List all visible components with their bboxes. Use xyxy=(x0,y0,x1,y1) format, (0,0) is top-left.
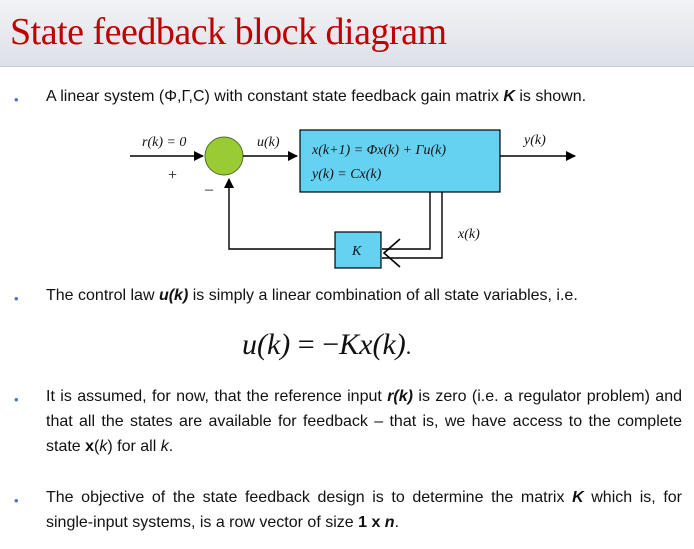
state-line-inner xyxy=(382,192,443,259)
bullet-text-3: It is assumed, for now, that the referen… xyxy=(46,384,682,459)
bullet-marker: • xyxy=(14,493,19,508)
formula-rhs: Kx(k) xyxy=(339,328,406,361)
bullet-text-1: A linear system (Φ,Γ,C) with constant st… xyxy=(46,84,682,109)
formula-equals: = − xyxy=(290,328,340,361)
text: ( xyxy=(94,438,100,455)
text: It is assumed, for now, that the referen… xyxy=(46,388,388,405)
gain-block xyxy=(334,231,382,269)
formula-period: . xyxy=(405,334,412,359)
text-size: 1 x xyxy=(358,514,385,531)
text-x: x xyxy=(85,438,95,455)
input-label: r(k) = 0 xyxy=(142,135,186,150)
feedback-arrow xyxy=(224,178,335,250)
bullet-text-2: The control law u(k) is simply a linear … xyxy=(46,283,682,308)
bullet-marker: • xyxy=(14,291,19,306)
formula-lhs: u(k) xyxy=(242,328,291,361)
text: The control law xyxy=(46,287,159,304)
text: is shown. xyxy=(514,88,587,105)
text: which is, for single-input systems, is a… xyxy=(46,489,683,531)
system-block xyxy=(299,129,501,193)
output-label: y(k) xyxy=(522,133,546,148)
text-k: k xyxy=(160,438,169,455)
bullet-marker: • xyxy=(14,392,19,407)
text: . xyxy=(168,438,174,455)
text: is simply a linear combination of all st… xyxy=(188,287,578,304)
control-label: u(k) xyxy=(257,135,280,150)
text: . xyxy=(394,514,400,531)
block-diagram: r(k) = 0 + – u(k) x(k+1) = Φx(k) + Γu(k)… xyxy=(130,129,576,269)
text: is zero (i.e. a regulator problem) and t… xyxy=(46,388,682,455)
minus-sign: – xyxy=(204,181,214,198)
slide-title: State feedback block diagram xyxy=(10,11,447,53)
text-k: k xyxy=(99,438,108,455)
title-bar: State feedback block diagram xyxy=(0,0,694,67)
text: ) for all xyxy=(107,438,161,455)
gain-label: K xyxy=(351,244,362,259)
text-n: n xyxy=(384,514,395,531)
bullet-text-4: The objective of the state feedback desi… xyxy=(46,485,682,535)
text-rk: r(k) xyxy=(387,388,413,405)
text-k: K xyxy=(572,489,584,506)
state-label: x(k) xyxy=(457,227,480,242)
text-uk: u(k) xyxy=(158,287,189,304)
state-line-outer xyxy=(382,192,431,250)
bullet-marker: • xyxy=(14,92,19,107)
output-equation: y(k) = Cx(k) xyxy=(310,167,382,182)
plus-sign: + xyxy=(168,167,177,184)
text-k: K xyxy=(503,88,515,105)
summing-junction xyxy=(204,136,244,176)
state-arrowhead xyxy=(382,238,401,268)
text: The objective of the state feedback desi… xyxy=(46,489,573,506)
text: A linear system (Φ,Γ,C) with constant st… xyxy=(46,88,504,105)
state-equation: x(k+1) = Φx(k) + Γu(k) xyxy=(311,143,446,158)
control-law-formula: u(k) = −Kx(k). xyxy=(242,328,411,362)
